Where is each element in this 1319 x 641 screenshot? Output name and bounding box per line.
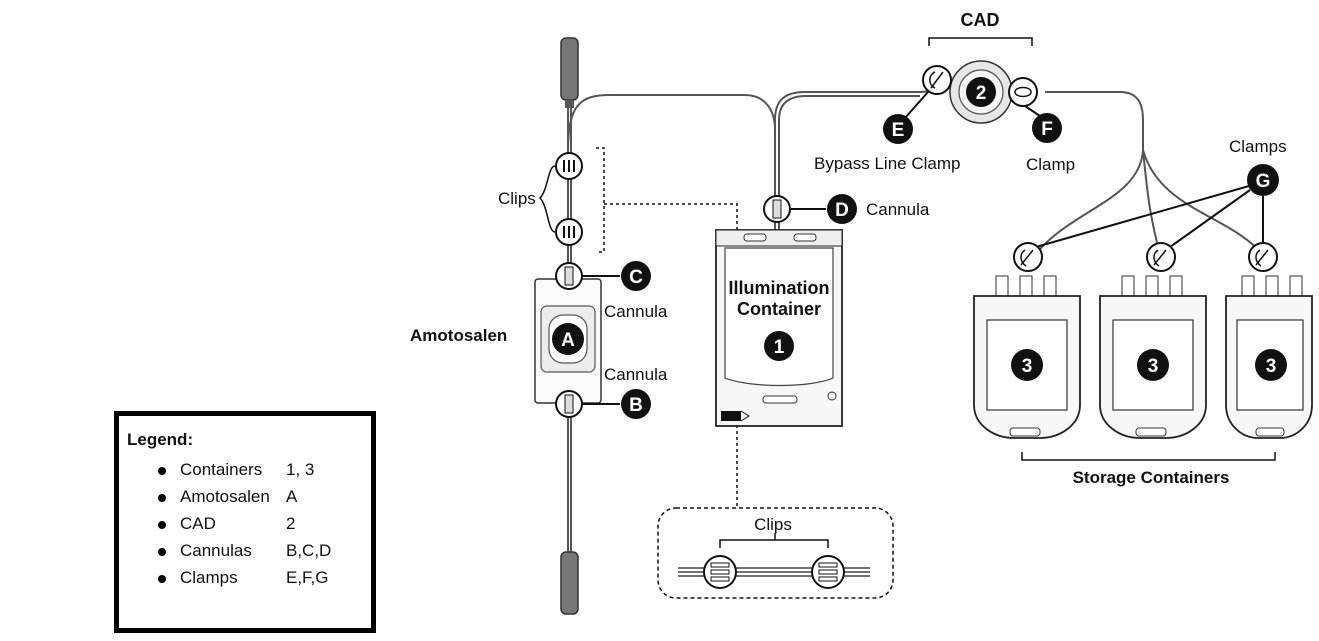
cannula-d-label: Cannula xyxy=(866,200,930,219)
illumination-label-line1: Illumination xyxy=(729,278,830,298)
badge-2-text: 2 xyxy=(976,83,987,104)
cannula-c-label: Cannula xyxy=(604,302,668,321)
badge-3-text-3: 3 xyxy=(1266,356,1277,377)
bypass-line-clamp[interactable] xyxy=(904,65,952,119)
clamp-g-3[interactable] xyxy=(1248,242,1278,272)
clips-detail-label: Clips xyxy=(754,515,792,534)
cad-device: 2 xyxy=(949,60,1013,124)
clips-detail-box: Clips xyxy=(657,507,894,599)
legend-item-name: Cannulas xyxy=(180,541,252,560)
legend-item-codes: B,C,D xyxy=(286,541,332,560)
legend-item-codes: 1, 3 xyxy=(286,460,315,479)
badge-f: F xyxy=(1032,113,1062,143)
badge-f-text: F xyxy=(1041,119,1053,140)
storage-container-1: 3 xyxy=(973,275,1081,439)
legend-item: Amotosalen A xyxy=(119,487,371,514)
badge-g-text: G xyxy=(1256,171,1271,192)
badge-e: E xyxy=(883,114,913,144)
badge-b: B xyxy=(621,389,651,419)
storage-bracket xyxy=(1021,452,1276,461)
bypass-line-clamp-label: Bypass Line Clamp xyxy=(814,154,960,173)
cannula-b-label: Cannula xyxy=(604,365,668,384)
badge-d-text: D xyxy=(835,200,849,221)
storage-container-2: 3 xyxy=(1099,275,1207,439)
illumination-container: Illumination Container 1 xyxy=(715,229,843,427)
legend-item-codes: E,F,G xyxy=(286,568,329,587)
clamp-g-1[interactable] xyxy=(1013,242,1043,272)
legend-box: Legend: Containers 1, 3 Amotosalen A CAD… xyxy=(114,411,376,633)
legend-item-name: CAD xyxy=(180,514,216,533)
legend-item-name: Clamps xyxy=(180,568,238,587)
bullet-icon xyxy=(158,467,166,475)
cad-bracket xyxy=(928,37,1033,46)
badge-1-text: 1 xyxy=(774,337,785,358)
cannula-b[interactable] xyxy=(555,390,620,418)
storage-container-3: 3 xyxy=(1225,275,1313,439)
top-handle xyxy=(560,37,579,108)
amotosalen-label: Amotosalen xyxy=(410,326,507,345)
bullet-icon xyxy=(158,548,166,556)
clip-lower[interactable] xyxy=(555,218,583,246)
storage-containers-label: Storage Containers xyxy=(1073,468,1230,487)
clamp-f[interactable] xyxy=(1008,77,1041,117)
cannula-c[interactable] xyxy=(555,262,620,290)
clamp-g-2[interactable] xyxy=(1146,242,1176,272)
clamps-g-label: Clamps xyxy=(1229,137,1287,156)
badge-c-text: C xyxy=(629,267,643,288)
badge-3-text-2: 3 xyxy=(1148,356,1159,377)
legend-item-name: Amotosalen xyxy=(180,487,270,506)
legend-list: Containers 1, 3 Amotosalen A CAD 2 Cannu… xyxy=(119,460,371,595)
legend-item-codes: 2 xyxy=(286,514,296,533)
clips-label: Clips xyxy=(498,189,536,208)
bottom-handle xyxy=(560,551,579,615)
legend-item-name: Containers xyxy=(180,460,263,479)
legend-item: Cannulas B,C,D xyxy=(119,541,371,568)
tubing xyxy=(567,81,1264,590)
legend-item: Clamps E,F,G xyxy=(119,568,371,595)
badge-a-text: A xyxy=(561,330,575,351)
bullet-icon xyxy=(158,521,166,529)
badge-b-text: B xyxy=(629,395,643,416)
illumination-label-line2: Container xyxy=(737,299,821,319)
clamp-f-label: Clamp xyxy=(1026,155,1075,174)
bullet-icon xyxy=(158,494,166,502)
badge-e-text: E xyxy=(892,120,905,141)
cad-title: CAD xyxy=(961,10,1000,30)
legend-item-codes: A xyxy=(286,487,298,506)
legend-item: CAD 2 xyxy=(119,514,371,541)
badge-c: C xyxy=(621,261,651,291)
badge-d: D xyxy=(827,194,857,224)
cannula-d[interactable] xyxy=(763,195,826,223)
amotosalen-container: A xyxy=(534,278,602,404)
clip-upper[interactable] xyxy=(555,152,583,180)
clips-brace xyxy=(538,165,556,233)
bullet-icon xyxy=(158,575,166,583)
badge-3-text-1: 3 xyxy=(1022,356,1033,377)
legend-item: Containers 1, 3 xyxy=(119,460,371,487)
legend-title: Legend: xyxy=(127,430,194,449)
badge-g: G xyxy=(1247,164,1279,196)
clamps-g-leaders xyxy=(1035,185,1264,248)
